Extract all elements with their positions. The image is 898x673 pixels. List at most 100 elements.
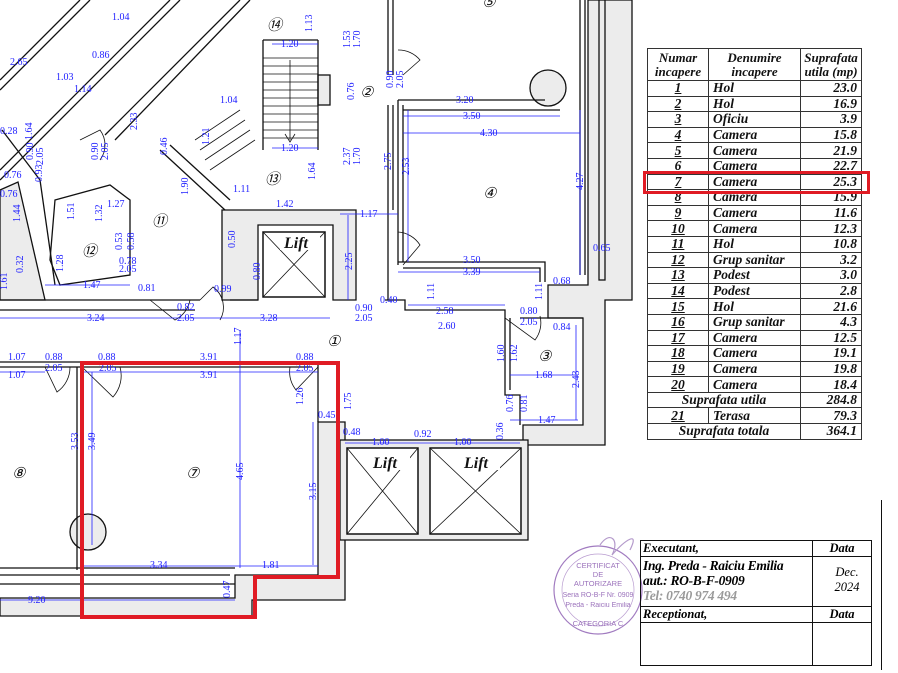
dimension-label: 0.58 xyxy=(126,233,137,251)
stairs xyxy=(194,57,318,171)
authorization-number: aut.: RO-B-F-0909 xyxy=(643,573,745,588)
room-area: 15.8 xyxy=(800,126,862,144)
dimension-label: 2.37 xyxy=(342,148,353,166)
dimension-label: 1.26 xyxy=(295,388,306,406)
room-number-label: ④ xyxy=(483,186,498,202)
dimension-label: 0.76 xyxy=(346,83,357,101)
lift-label: Lift xyxy=(463,455,489,472)
dimension-label: 3.15 xyxy=(308,483,319,501)
dimension-label: 1.42 xyxy=(276,199,294,210)
lift-label: Lift xyxy=(372,455,398,472)
dimension-label: 0.81 xyxy=(138,283,156,294)
room-number: 11 xyxy=(647,235,709,253)
room-name: Hol xyxy=(708,235,801,253)
room-name: Camera xyxy=(708,220,801,237)
room-number-label: ① xyxy=(327,334,342,350)
divider xyxy=(812,541,813,665)
room-number: 1 xyxy=(647,80,709,97)
dimension-label: 2.53 xyxy=(401,158,412,176)
dimension-label: 1.53 xyxy=(342,31,353,49)
room-number: 15 xyxy=(647,298,709,315)
stamp-text: CERTIFICAT xyxy=(576,561,620,570)
receptionat-row: Receptionat, Data xyxy=(641,607,871,623)
sheet-border xyxy=(881,500,882,670)
dimension-label: 0.76 xyxy=(4,170,22,181)
dimension-label: 1.00 xyxy=(454,437,472,448)
dimension-label: 1.07 xyxy=(8,370,26,381)
dimension-label: 0.28 xyxy=(0,126,18,137)
dimension-label: 4.27 xyxy=(575,173,586,191)
room-number-label: ③ xyxy=(538,349,553,365)
dimension-label: 2.60 xyxy=(438,321,456,332)
dimension-label: 1.90 xyxy=(180,178,191,196)
data-label: Data xyxy=(829,541,855,555)
dimension-label: 0.80 xyxy=(520,306,538,317)
room-name: Camera xyxy=(708,345,801,362)
row-7-highlight xyxy=(643,171,870,194)
dimension-label: 0.50 xyxy=(227,231,238,249)
room-number: 12 xyxy=(647,251,709,269)
room-7-highlight xyxy=(80,361,340,619)
date-value: Dec. 2024 xyxy=(834,565,860,594)
room-number-label: ⑦ xyxy=(186,466,201,482)
room-number: 4 xyxy=(647,126,709,144)
phone-number: Tel: 0740 974 494 xyxy=(643,588,737,603)
dimension-label: 3.49 xyxy=(87,433,98,451)
dimension-label: 2.05 xyxy=(45,363,63,374)
room-name: Camera xyxy=(708,126,801,144)
title-block: Executant, Data Ing. Preda - Raiciu Emil… xyxy=(640,540,872,666)
dimension-label: 3.50 xyxy=(463,111,481,122)
room-area: 23.0 xyxy=(800,80,862,97)
room-number: 21 xyxy=(647,407,709,425)
dimension-label: 2.58 xyxy=(436,306,454,317)
dimension-label: 1.81 xyxy=(262,560,280,571)
dimension-labels: 3.913.910.882.050.882.050.882.051.071.07… xyxy=(0,12,611,606)
dimension-label: 3.28 xyxy=(260,313,278,324)
subtotal-row: Suprafata utila 284.8 xyxy=(647,391,862,409)
lift-shafts: Lift Lift Lift xyxy=(262,231,522,535)
dimension-label: 2.05 xyxy=(177,313,195,324)
dimension-label: 1.04 xyxy=(220,95,238,106)
stamp-text: CATEGORIA C xyxy=(573,619,624,628)
lift-lower-right: Lift xyxy=(429,447,522,535)
dimension-label: 1.62 xyxy=(509,345,520,363)
room-number: 18 xyxy=(647,345,709,362)
dimension-label: 2.33 xyxy=(129,113,140,131)
room-number: 14 xyxy=(647,282,709,300)
room-number: 20 xyxy=(647,376,709,393)
room-area: 3.2 xyxy=(800,251,862,269)
room-area: 12.3 xyxy=(800,220,862,237)
dimension-label: 1.17 xyxy=(360,209,378,220)
dimension-label: 1.14 xyxy=(74,84,92,95)
dimension-label: 1.11 xyxy=(233,184,250,195)
room-number-label: ⑧ xyxy=(12,466,27,482)
room-name: Podest xyxy=(708,267,801,284)
stamp-text: Preda - Raiciu Emilia xyxy=(565,602,630,609)
dimension-label: 1.47 xyxy=(83,280,101,291)
room-number: 16 xyxy=(647,313,709,331)
dimension-label: 0.88 xyxy=(296,352,314,363)
dimension-label: 2.05 xyxy=(296,363,314,374)
dimension-label: 1.07 xyxy=(8,352,26,363)
dimension-label: 1.60 xyxy=(496,345,507,363)
dimension-label: 3.39 xyxy=(463,267,481,278)
dimension-label: 1.17 xyxy=(233,328,244,346)
dimension-label: 3.50 xyxy=(463,255,481,266)
dimension-label: 2.65 xyxy=(10,57,28,68)
dimension-label: 2.05 xyxy=(35,148,46,166)
dimension-label: 0.76 xyxy=(505,395,516,413)
room-area: 79.3 xyxy=(800,407,862,425)
room-name: Camera xyxy=(708,376,801,393)
dimension-label: 0.90 xyxy=(90,143,101,161)
subtotal-value: 284.8 xyxy=(800,391,862,409)
dimension-label: 0.88 xyxy=(45,352,63,363)
dimension-label: 1.51 xyxy=(66,203,77,221)
